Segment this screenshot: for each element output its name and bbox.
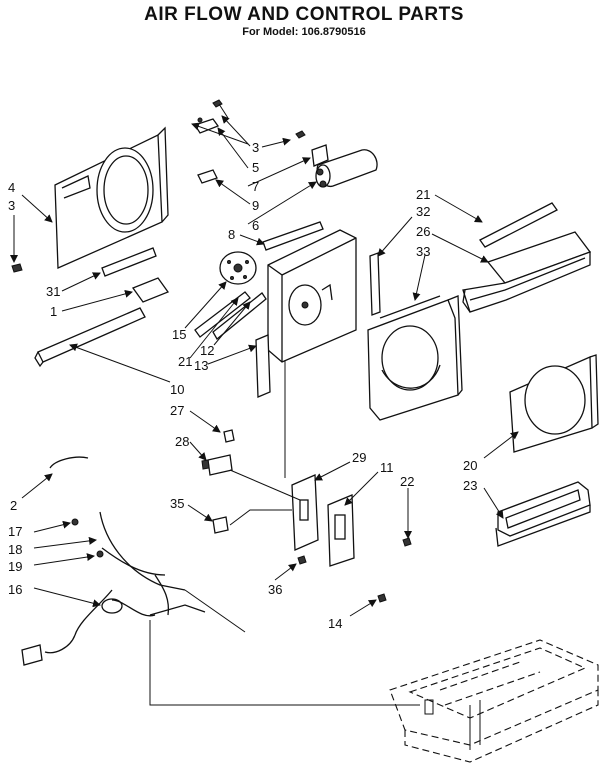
- callout-36: 36: [268, 582, 282, 597]
- callout-20: 20: [463, 458, 477, 473]
- wiring-lines: [149, 360, 420, 706]
- duct-part-26: [462, 231, 592, 313]
- screw-part-3: [212, 99, 229, 119]
- callout-15: 15: [172, 327, 186, 342]
- seal-part-31: [101, 247, 157, 277]
- leader-lines: [10, 115, 519, 617]
- callout-6: 6: [252, 218, 259, 233]
- clip-part-19: [96, 550, 104, 558]
- callout-7: 7: [252, 179, 259, 194]
- callout-18: 18: [8, 542, 22, 557]
- fan-orifice-panel: [54, 117, 203, 269]
- screw-part-22: [402, 537, 412, 547]
- callout-28: 28: [175, 434, 189, 449]
- callout-35: 35: [170, 496, 184, 511]
- control-plate-part-11: [327, 494, 355, 567]
- scroll-housing-part-33: [367, 295, 463, 421]
- screw-part-14: [377, 593, 387, 603]
- drain-pan-part-23: [495, 481, 591, 547]
- callout-12: 12: [200, 343, 214, 358]
- cabinet-base-dashed: [389, 639, 599, 763]
- callout-11: 11: [380, 460, 394, 475]
- screw-part-3b: [295, 130, 306, 139]
- power-cord-part-16: [21, 511, 206, 666]
- callout-16: 16: [8, 582, 22, 597]
- callout-21-right: 21: [416, 187, 430, 202]
- knob-part-27: [223, 429, 235, 443]
- callout-14: 14: [328, 616, 342, 631]
- callout-8: 8: [228, 227, 235, 242]
- callout-10: 10: [170, 382, 184, 397]
- part-9: [197, 169, 218, 184]
- screw-part-36: [297, 555, 307, 565]
- callout-29: 29: [352, 450, 366, 465]
- control-bracket-part-29: [291, 474, 319, 551]
- seal-part-8: [262, 221, 324, 251]
- capacitor-assembly: [311, 144, 378, 188]
- bulkhead-panel: [255, 229, 357, 398]
- callout-1: 1: [50, 304, 57, 319]
- channel-part-10: [37, 307, 146, 363]
- callout-21-left: 21: [178, 354, 192, 369]
- callout-26: 26: [416, 224, 430, 239]
- callout-5: 5: [252, 160, 259, 175]
- clip-part-17: [71, 518, 79, 526]
- callout-33: 33: [416, 244, 430, 259]
- switch-part-28: [201, 454, 233, 476]
- blower-wheel-part-15: [219, 251, 257, 285]
- bracket-part-5: [194, 118, 220, 134]
- screw-left: [11, 263, 23, 273]
- callout-3-top: 3: [252, 140, 259, 155]
- callout-27: 27: [170, 403, 184, 418]
- callout-9: 9: [252, 198, 259, 213]
- callout-4: 4: [8, 180, 15, 195]
- callout-17: 17: [8, 524, 22, 539]
- thermostat-part-35: [212, 516, 229, 534]
- callout-labels: 3 5 7 9 6 8 4 3 31 1 15 21 12 13 10 21 3…: [8, 140, 477, 631]
- bracket-part-1: [131, 277, 170, 303]
- callout-2: 2: [10, 498, 17, 513]
- model-subtitle: For Model: 106.8790516: [242, 26, 366, 38]
- callout-23: 23: [463, 478, 477, 493]
- page-title: AIR FLOW AND CONTROL PARTS: [144, 4, 464, 25]
- callout-19: 19: [8, 559, 22, 574]
- callout-13: 13: [194, 358, 208, 373]
- seal-part-21-right: [479, 202, 558, 248]
- orifice-part-20: [509, 354, 599, 453]
- callout-22: 22: [400, 474, 414, 489]
- hose-part-2: [49, 456, 89, 469]
- callout-3-left: 3: [8, 198, 15, 213]
- seal-part-32: [369, 252, 381, 316]
- callout-32: 32: [416, 204, 430, 219]
- callout-31: 31: [46, 284, 60, 299]
